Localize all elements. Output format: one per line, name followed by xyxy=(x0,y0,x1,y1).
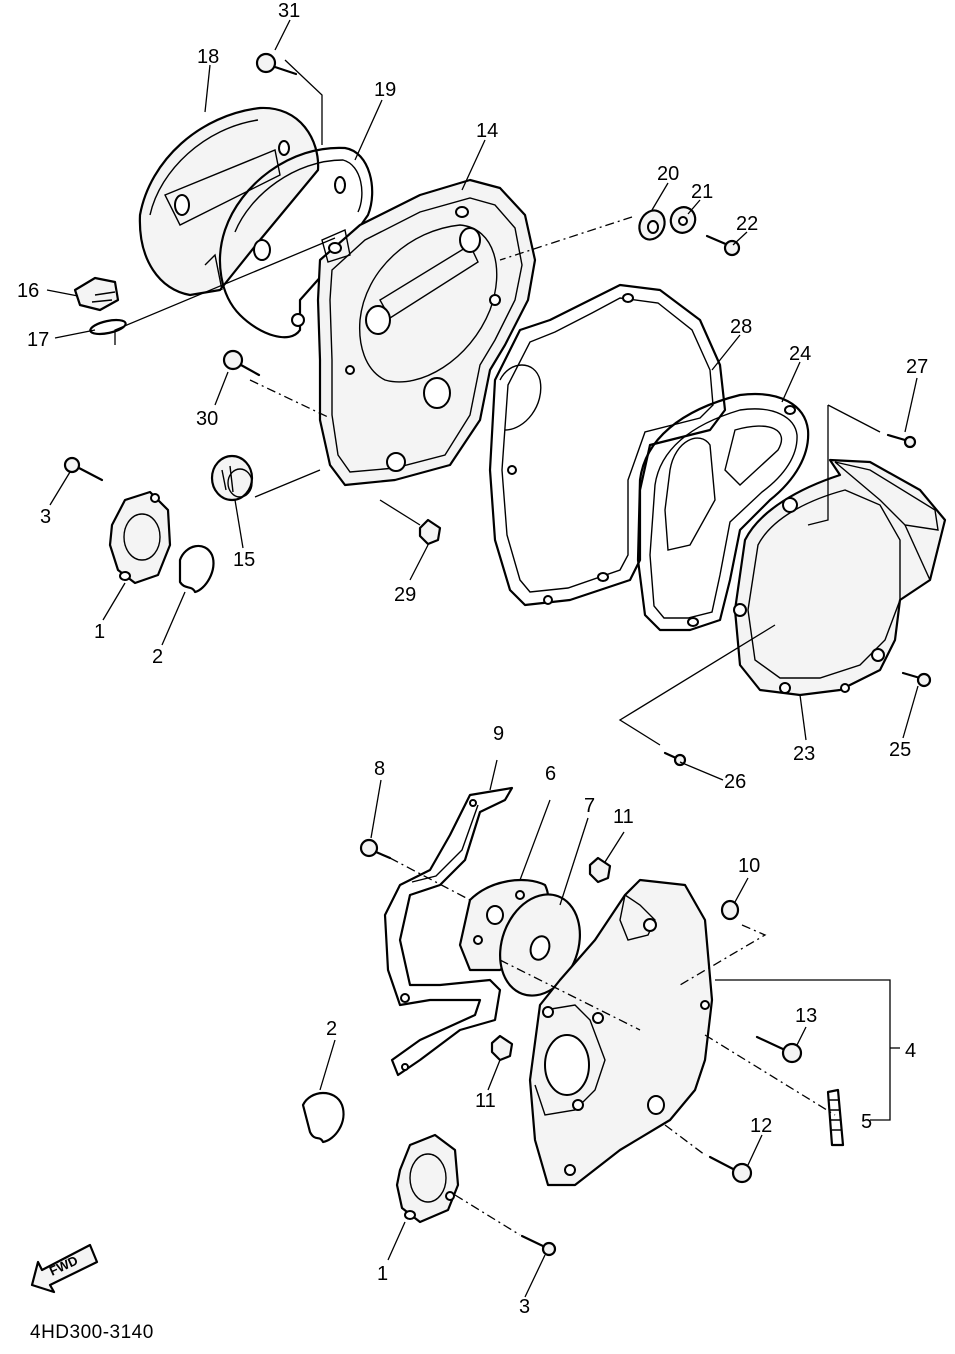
callout-28: 28 xyxy=(730,316,752,338)
callout-18: 18 xyxy=(197,46,219,68)
part-15-gear xyxy=(210,454,254,502)
part-22-bolt xyxy=(705,234,741,257)
callout-13: 13 xyxy=(795,1005,817,1027)
callout-19: 19 xyxy=(374,79,396,101)
callout-4: 4 xyxy=(905,1040,916,1062)
part-4-cover xyxy=(528,878,714,1187)
part-21-washer xyxy=(669,206,697,234)
callout-24: 24 xyxy=(789,343,811,365)
callout-3-lower: 3 xyxy=(519,1296,530,1318)
callout-2-lower: 2 xyxy=(326,1018,337,1040)
part-19-gasket xyxy=(218,146,374,339)
part-31-bolt xyxy=(255,52,298,76)
callout-15: 15 xyxy=(233,549,255,571)
callout-16: 16 xyxy=(17,280,39,302)
part-27-bolt xyxy=(886,433,917,449)
part-9-gasket xyxy=(383,786,514,1077)
part-20-grommet xyxy=(638,209,666,241)
callout-14: 14 xyxy=(476,120,498,142)
part-1-cover-lower xyxy=(395,1133,460,1224)
part-11-dowel-upper xyxy=(588,856,612,884)
part-12-bolt xyxy=(708,1155,753,1184)
part-3-bolt-upper xyxy=(63,456,104,482)
fwd-arrow-icon: FWD xyxy=(30,1243,99,1294)
callout-5: 5 xyxy=(861,1111,872,1133)
part-1-cover-upper xyxy=(108,490,172,585)
callout-29: 29 xyxy=(394,584,416,606)
callout-25: 25 xyxy=(889,739,911,761)
callout-30: 30 xyxy=(196,408,218,430)
callout-6: 6 xyxy=(545,763,556,785)
callout-8: 8 xyxy=(374,758,385,780)
part-23-generator-cover xyxy=(733,458,947,697)
part-18-cover-plate xyxy=(138,106,320,297)
part-13-bolt xyxy=(755,1035,803,1064)
part-8-bolt xyxy=(359,838,392,860)
callout-23: 23 xyxy=(793,743,815,765)
callout-22: 22 xyxy=(736,213,758,235)
callout-11-lower: 11 xyxy=(475,1090,496,1112)
callout-11-upper: 11 xyxy=(613,806,634,828)
part-5-strip xyxy=(826,1088,845,1147)
part-2-gasket-lower xyxy=(301,1091,345,1144)
part-10-washer xyxy=(720,899,740,921)
callout-9: 9 xyxy=(493,723,504,745)
part-2-gasket-upper xyxy=(178,544,215,594)
part-25-bolt xyxy=(901,671,932,688)
callout-17: 17 xyxy=(27,329,49,351)
callout-31: 31 xyxy=(278,0,300,22)
callout-10: 10 xyxy=(738,855,760,877)
callout-3-upper: 3 xyxy=(40,506,51,528)
callout-20: 20 xyxy=(657,163,679,185)
part-11-dowel-lower xyxy=(490,1034,514,1062)
callout-21: 21 xyxy=(691,181,713,203)
callout-1-lower: 1 xyxy=(377,1263,388,1285)
part-30-bolt xyxy=(222,349,261,377)
callout-12: 12 xyxy=(750,1115,772,1137)
callout-2-upper: 2 xyxy=(152,646,163,668)
diagram-code: 4HD300-3140 xyxy=(30,1322,154,1343)
callout-7: 7 xyxy=(584,795,595,817)
callout-1-upper: 1 xyxy=(94,621,105,643)
part-3-bolt-lower xyxy=(520,1234,557,1257)
part-26-bolt xyxy=(663,751,687,767)
part-28-large-gasket xyxy=(488,283,727,607)
part-14-crankcase-cover xyxy=(316,178,537,487)
part-24-gasket xyxy=(636,392,810,632)
callout-27: 27 xyxy=(906,356,928,378)
callout-26: 26 xyxy=(724,771,746,793)
part-29-dowel xyxy=(418,518,442,546)
part-16-oil-cap xyxy=(73,276,120,312)
